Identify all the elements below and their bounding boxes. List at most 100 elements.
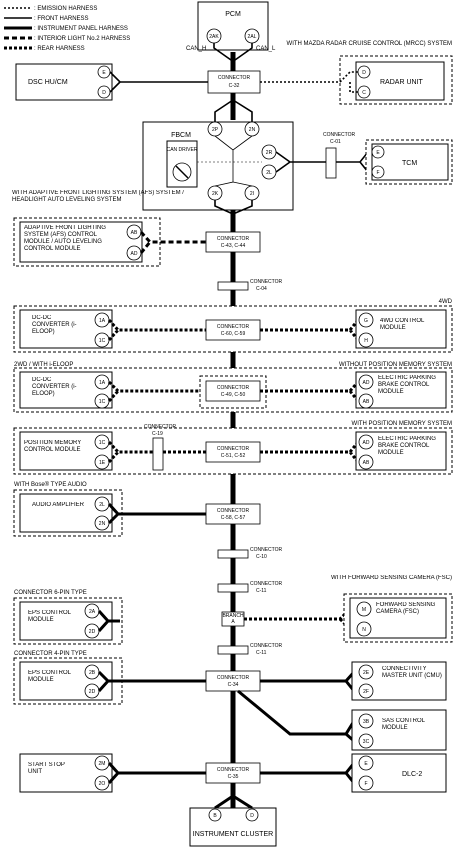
svg-text:C-51, C-52: C-51, C-52 [221, 453, 246, 459]
svg-text:3C: 3C [363, 739, 370, 745]
svg-text:CONNECTOR: CONNECTOR [217, 508, 250, 514]
svg-text:D: D [362, 70, 366, 76]
epb-module-1: ELECTRIC PARKING BRAKE CONTROL MODULE AD… [355, 371, 447, 409]
epb-1-label: ELECTRIC PARKING BRAKE CONTROL MODULE [378, 375, 436, 395]
4wd-label: 4WD CONTROL MODULE [380, 318, 425, 331]
cluster-terminal-b [208, 808, 222, 822]
pcm-module: PCM 2AK 2AL [197, 1, 269, 51]
svg-text:CONNECTOR: CONNECTOR [218, 75, 251, 81]
sas-label: SAS CONTROL MODULE [382, 718, 425, 731]
svg-text:3B: 3B [363, 719, 370, 725]
c04-code: C-04 [256, 286, 267, 292]
row2wd-group-right: WITHOUT POSITION MEMORY SYSTEM [339, 362, 452, 368]
sas-terminal-3b [358, 713, 374, 729]
svg-text:M: M [362, 607, 366, 613]
svg-text:2N: 2N [249, 127, 256, 133]
svg-text:AB: AB [131, 230, 138, 236]
rowpm-group-label: WITH POSITION MEMORY SYSTEM [352, 421, 452, 427]
branch-a-label: BRANCH A [222, 613, 244, 625]
svg-text:AD: AD [363, 440, 370, 446]
svg-text:C-49, C-50: C-49, C-50 [221, 392, 246, 398]
svg-text:CONNECTOR: CONNECTOR [217, 385, 250, 391]
cmu-terminal-2e [358, 664, 374, 680]
epb-1-terminal-ab [358, 393, 374, 409]
svg-text:1A: 1A [99, 380, 106, 386]
eps-module-4pin: EPS CONTROL MODULE 2B 2D [19, 661, 113, 701]
eps4-group-label: CONNECTOR 4-PIN TYPE [14, 651, 87, 657]
svg-text:CONNECTOR: CONNECTOR [217, 324, 250, 330]
svg-text:H: H [364, 338, 368, 344]
svg-text:1C: 1C [99, 440, 106, 446]
position-memory-module: POSITION MEMORY CONTROL MODULE 1C 1E [19, 431, 113, 471]
cmu-terminal-2f [358, 683, 374, 699]
pcm-label: PCM [225, 11, 241, 18]
dlc-terminal-f [358, 775, 374, 791]
fsc-group-label: WITH FORWARD SENSING CAMERA (FSC) [330, 575, 452, 581]
eps6-label: EPS CONTROL MODULE [28, 610, 71, 623]
connector-c34: CONNECTOR C-34 [205, 670, 261, 692]
svg-text:2P: 2P [212, 127, 219, 133]
c11b-code: C-11 [256, 650, 267, 656]
tcm-module: TCM E F [371, 143, 449, 181]
can-h-label: CAN_H [186, 46, 206, 52]
svg-text:D: D [102, 90, 106, 96]
connector-c11-lower [217, 645, 249, 655]
eps-module-6pin: EPS CONTROL MODULE 2A 2D [19, 601, 113, 641]
fsc-terminal-m [356, 601, 372, 617]
svg-text:2L: 2L [99, 502, 105, 508]
dsc-label: DSC HU/CM [28, 79, 68, 86]
svg-text:2F: 2F [363, 689, 369, 695]
svg-text:AB: AB [363, 399, 370, 405]
can-driver-label: CAN DRIVER [167, 147, 198, 153]
radar-group-label: WITH MAZDA RADAR CRUISE CONTROL (MRCC) S… [287, 41, 452, 47]
svg-text:2AL: 2AL [248, 34, 257, 40]
c11a-code: C-11 [256, 588, 267, 594]
radar-unit: RADAR UNIT D C [355, 61, 445, 101]
svg-text:CONNECTOR: CONNECTOR [217, 767, 250, 773]
svg-text:2AK: 2AK [209, 34, 219, 40]
epb-module-2: ELECTRIC PARKING BRAKE CONTROL MODULE AD… [355, 431, 447, 471]
svg-text:C-32: C-32 [229, 83, 240, 89]
afs-module: ADAPTIVE FRONT LIGHTING SYSTEM (AFS) CON… [19, 221, 143, 263]
connector-c32: CONNECTOR C-32 [207, 70, 261, 94]
svg-text:1C: 1C [99, 399, 106, 405]
can-l-label: CAN_L [256, 46, 276, 52]
tcm-label: TCM [402, 160, 417, 167]
fbcm-module: FBCM CAN DRIVER 2P 2N 2R 2L 2K 2I [142, 121, 294, 211]
tcm-terminal-e [371, 145, 385, 159]
start-stop-label: START STOP UNIT [28, 762, 65, 775]
c04-title: CONNECTOR [250, 279, 283, 285]
svg-text:C: C [362, 90, 366, 96]
sas-terminal-3c [358, 733, 374, 749]
legend-front-label: : FRONT HARNESS [34, 16, 89, 22]
dlc-2: DLC-2 E F [351, 753, 447, 793]
instrument-cluster-label: INSTRUMENT CLUSTER [193, 831, 273, 838]
row4wd-group-label: 4WD [439, 299, 453, 305]
audio-amplifier: AUDIO AMPLIFIER 2L 2N [19, 493, 113, 533]
svg-text:1E: 1E [99, 460, 106, 466]
svg-text:E: E [102, 70, 106, 76]
eps4-label: EPS CONTROL MODULE [28, 670, 71, 683]
dc-dc-converter-4wd: DC-DC CONVERTER (i-ELOOP) 1A 1C [19, 309, 113, 349]
svg-text:B: B [213, 813, 217, 819]
c11b-title: CONNECTOR [250, 643, 283, 649]
svg-text:2A: 2A [89, 609, 96, 615]
connector-c51-c52: CONNECTOR C-51, C-52 [205, 441, 261, 463]
dlc-terminal-e [358, 755, 374, 771]
sas-module: SAS CONTROL MODULE 3B 3C [351, 709, 447, 751]
svg-text:C-34: C-34 [228, 682, 239, 688]
bose-group-label: WITH Bose® TYPE AUDIO [14, 481, 87, 488]
svg-text:AD: AD [131, 251, 138, 257]
svg-text:E: E [376, 150, 380, 156]
connector-c11-upper [217, 583, 249, 593]
svg-text:C-43, C-44: C-43, C-44 [221, 243, 246, 249]
svg-text:2O: 2O [99, 781, 106, 787]
svg-text:F: F [364, 781, 367, 787]
c11a-title: CONNECTOR [250, 581, 283, 587]
c19-title: CONNECTOR [144, 424, 177, 430]
svg-text:D: D [250, 813, 254, 819]
c01-title: CONNECTOR [323, 132, 356, 138]
svg-text:CONNECTOR: CONNECTOR [217, 446, 250, 452]
epb-2-terminal-ab [358, 454, 374, 470]
fsc-label: FORWARD SENSING CAMERA (FSC) [376, 602, 436, 615]
